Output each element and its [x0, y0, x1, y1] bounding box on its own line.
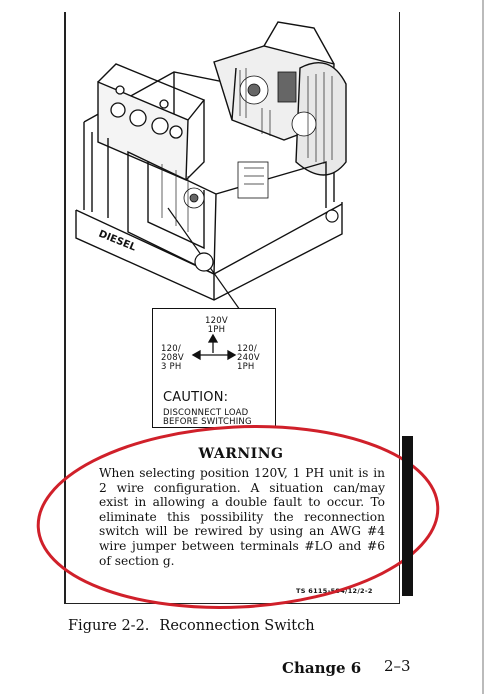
generator-illustration: DIESEL	[75, 21, 347, 311]
change-number: Change 6	[282, 659, 362, 677]
page-number: 2–3	[384, 657, 411, 675]
position-120-208v-3ph: 120/ 208V 3 PH	[161, 344, 184, 372]
position-120-240v-1ph: 120/ 240V 1PH	[237, 344, 260, 372]
figure-title: Reconnection Switch	[159, 618, 315, 634]
caution-title: CAUTION:	[163, 390, 229, 405]
page-edge	[482, 0, 484, 694]
figure-caption: Figure 2-2. Reconnection Switch	[68, 618, 315, 634]
warning-title: WARNING	[198, 446, 284, 462]
switch-plate: 120V 1PH 120/ 208V 3 PH 120/ 240V 1PH CA…	[152, 308, 276, 428]
figure-number: Figure 2-2.	[68, 618, 150, 634]
switch-arrows-icon	[191, 333, 237, 361]
warning-body: When selecting position 120V, 1 PH unit …	[99, 466, 385, 568]
position-120v-1ph: 120V 1PH	[205, 316, 228, 335]
figure-border-left	[64, 12, 66, 604]
caution-text: DISCONNECT LOAD BEFORE SWITCHING	[163, 408, 252, 427]
figure-border	[64, 12, 400, 604]
change-bar	[402, 436, 413, 596]
